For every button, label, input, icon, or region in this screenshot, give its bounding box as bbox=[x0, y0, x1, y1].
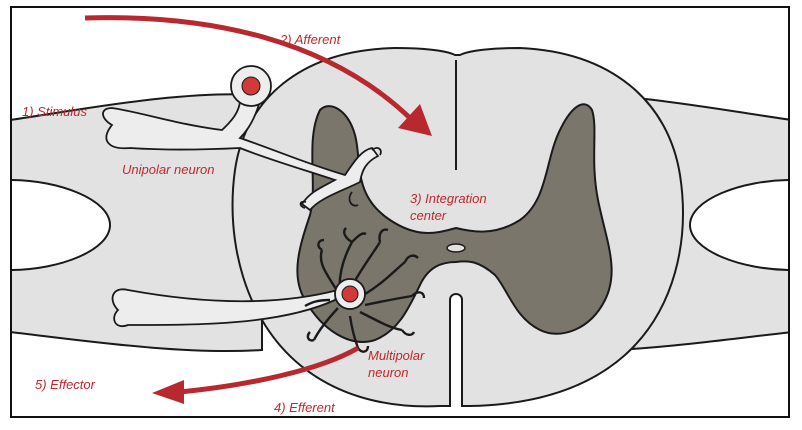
efferent-label: 4) Efferent bbox=[274, 400, 336, 415]
multipolar-nucleus bbox=[342, 286, 358, 302]
afferent-label: 2) Afferent bbox=[279, 32, 342, 47]
integration-center-label-line1: 3) Integration bbox=[410, 191, 487, 206]
stimulus-label: 1) Stimulus bbox=[22, 104, 88, 119]
multipolar-neuron-label-line1: Multipolar bbox=[368, 348, 425, 363]
unipolar-nucleus bbox=[242, 77, 260, 95]
unipolar-neuron-label: Unipolar neuron bbox=[122, 162, 215, 177]
integration-center-label-line2: center bbox=[410, 208, 447, 223]
efferent-arrowhead bbox=[152, 380, 184, 404]
central-canal bbox=[447, 244, 465, 252]
multipolar-neuron-label-line2: neuron bbox=[368, 365, 408, 380]
effector-label: 5) Effector bbox=[35, 377, 96, 392]
spinal-cord-white-matter bbox=[233, 48, 683, 406]
